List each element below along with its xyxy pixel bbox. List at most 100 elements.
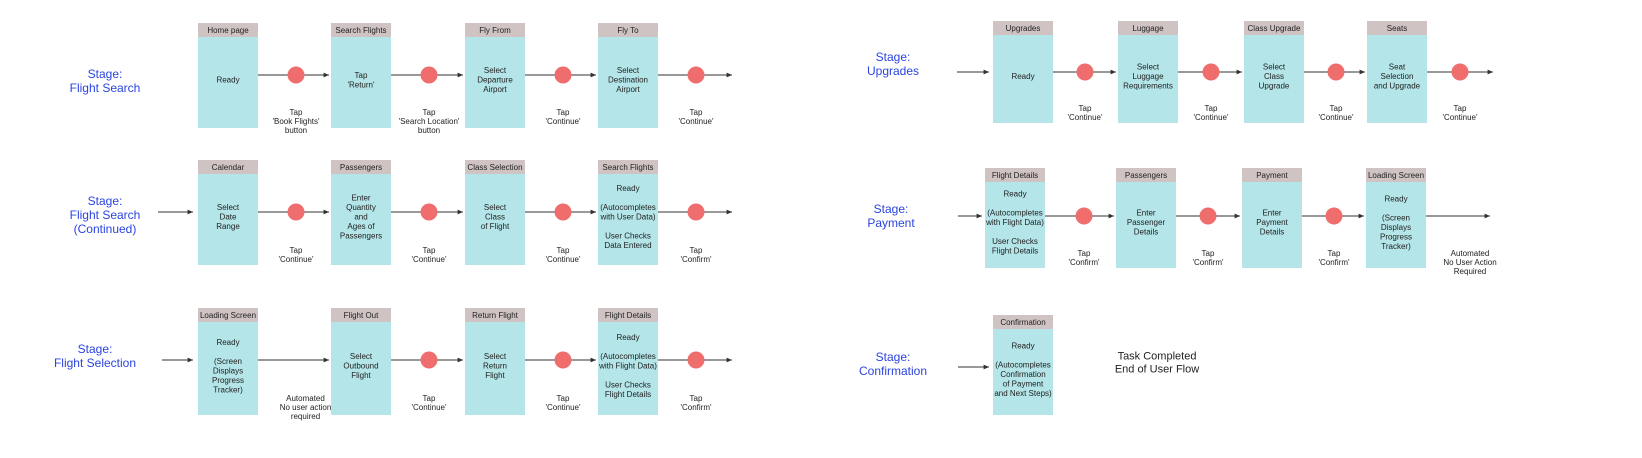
action-label-line: Tap bbox=[423, 394, 436, 403]
flow-end-text-line: End of User Flow bbox=[1115, 364, 1199, 376]
step-text-line: Flight Details bbox=[605, 390, 651, 399]
action-label: Tap'Continue' bbox=[545, 108, 581, 126]
action-label-line: 'Continue' bbox=[1067, 113, 1103, 122]
step-text-line: Enter bbox=[351, 194, 370, 203]
action-label-line: 'Book Flights' bbox=[272, 117, 320, 126]
stage-label-line: Stage: bbox=[88, 194, 123, 208]
action-dot bbox=[420, 203, 438, 221]
step-title: Loading Screen bbox=[1368, 171, 1424, 180]
action-dot bbox=[554, 66, 572, 84]
action-dot bbox=[1076, 63, 1094, 81]
step-text-line: Ready bbox=[216, 338, 239, 347]
action-label-line: button bbox=[285, 126, 307, 135]
step-text-line: (Autocompletes bbox=[600, 203, 656, 212]
step-text-line: with Flight Data) bbox=[985, 218, 1044, 227]
step-text-line: (Screen bbox=[1382, 213, 1410, 222]
step-title: Upgrades bbox=[1006, 24, 1041, 33]
step-text-line: (Autocompletes bbox=[600, 352, 656, 361]
action-label-line: Tap bbox=[557, 246, 570, 255]
step-text-line: with User Data) bbox=[599, 213, 655, 222]
step-header bbox=[1118, 21, 1178, 35]
stage-label-line: Flight Search bbox=[70, 208, 141, 222]
stage-label-line: Stage: bbox=[876, 350, 911, 364]
step-header bbox=[1244, 21, 1304, 35]
action-label-line: No user action bbox=[280, 403, 332, 412]
step-text-line: Ready bbox=[1384, 194, 1407, 203]
action-label: Tap'Continue' bbox=[411, 246, 447, 264]
step-body bbox=[985, 168, 1045, 268]
step-title: Flight Out bbox=[344, 311, 379, 320]
action-dot bbox=[687, 351, 705, 369]
action-label-line: Tap bbox=[690, 246, 703, 255]
step-text-line: Ready bbox=[616, 184, 639, 193]
step-body bbox=[1366, 168, 1426, 268]
step-body bbox=[198, 160, 258, 265]
step-title: Passengers bbox=[340, 163, 382, 172]
action-label: Tap'Confirm' bbox=[1192, 249, 1224, 267]
step-text-line: Passenger bbox=[1127, 218, 1166, 227]
step-header bbox=[198, 160, 258, 174]
action-label: Tap'Continue' bbox=[1067, 104, 1103, 122]
step-body bbox=[1244, 21, 1304, 123]
step-text-line: Ready bbox=[1011, 341, 1034, 350]
step-text-line: Details bbox=[1134, 228, 1158, 237]
step-header bbox=[1367, 21, 1427, 35]
action-label-line: 'Continue' bbox=[411, 403, 447, 412]
step-header bbox=[598, 160, 658, 174]
step-text-line: Select bbox=[217, 203, 240, 212]
action-label-line: 'Confirm' bbox=[1192, 258, 1224, 267]
action-label-line: 'Continue' bbox=[1318, 113, 1354, 122]
action-label-line: Tap bbox=[1330, 104, 1343, 113]
step-text-line: (Autocompletes bbox=[995, 360, 1051, 369]
flow-end-text-line: Task Completed bbox=[1118, 351, 1197, 363]
action-label-line: Required bbox=[1454, 267, 1486, 276]
action-label-line: 'Continue' bbox=[545, 403, 581, 412]
step-text-line: Select bbox=[617, 66, 640, 75]
step-text: Tap'Return' bbox=[347, 71, 375, 90]
step-text-line: (Autocompletes bbox=[987, 209, 1043, 218]
step-text-line: Airport bbox=[616, 85, 640, 94]
stage-label-line: Flight Selection bbox=[54, 356, 136, 370]
step-title: Confirmation bbox=[1000, 318, 1045, 327]
step-body bbox=[1116, 168, 1176, 268]
step-title: Fly From bbox=[479, 26, 511, 35]
step-text-line: Select bbox=[1263, 63, 1286, 72]
action-dot bbox=[1325, 207, 1343, 225]
action-dot bbox=[687, 203, 705, 221]
step-text-line: Select bbox=[1137, 63, 1160, 72]
step-body bbox=[598, 23, 658, 128]
action-label: Tap'Confirm' bbox=[1318, 249, 1350, 267]
step-text-line: Displays bbox=[1381, 223, 1411, 232]
step-text-line: Selection bbox=[1381, 72, 1414, 81]
action-label-line: 'Confirm' bbox=[680, 255, 712, 264]
action-label-line: 'Continue' bbox=[678, 117, 714, 126]
stage-label-line: Confirmation bbox=[859, 364, 927, 378]
step-text-line: Outbound bbox=[343, 362, 378, 371]
step-text-line: Displays bbox=[213, 366, 243, 375]
action-label-line: Tap bbox=[557, 394, 570, 403]
stage-label: Stage:Flight Search bbox=[70, 67, 141, 95]
step-header bbox=[465, 308, 525, 322]
step-text-line: Upgrade bbox=[1259, 82, 1290, 91]
stage-label-line: Stage: bbox=[88, 67, 123, 81]
step-title: Class Selection bbox=[467, 163, 522, 172]
step-header bbox=[993, 21, 1053, 35]
action-dot bbox=[1451, 63, 1469, 81]
action-label-line: 'Continue' bbox=[411, 255, 447, 264]
action-label-line: Tap bbox=[1079, 104, 1092, 113]
step-body bbox=[598, 160, 658, 265]
step-body bbox=[993, 315, 1053, 415]
